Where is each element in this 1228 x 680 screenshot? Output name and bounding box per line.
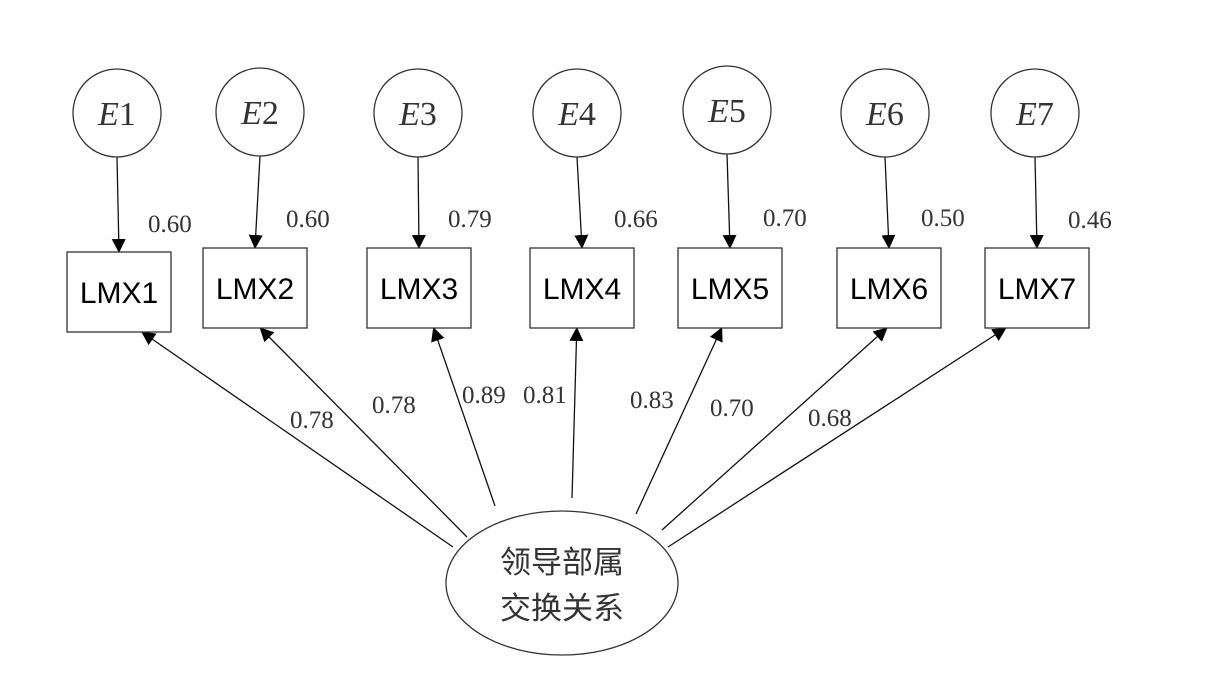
error-arrow-1 [111,156,126,253]
latent-label-line1: 领导部属 [500,545,624,581]
error-label: E4 [557,96,596,133]
loading-arrow-4 [569,327,584,499]
error-circle [532,68,622,158]
latent-label-line2: 交换关系 [500,591,624,627]
loading-coefficient-4: 0.81 [523,382,567,409]
error-arrow-5 [722,153,737,249]
error-circle [72,68,162,158]
loading-arrow-6 [661,327,888,531]
error-node-5: E5 [682,65,772,155]
error-node-4: E4 [532,68,622,158]
error-coefficient-6: 0.50 [921,205,965,232]
loading-coefficient-2: 0.78 [372,392,416,419]
error-arrow-4 [574,156,589,249]
error-label: E6 [865,96,904,133]
indicator-box [529,247,635,329]
error-node-6: E6 [840,68,930,158]
indicator-label: LMX4 [543,273,621,306]
indicator-node-4: LMX4 [529,247,635,329]
error-label: E7 [1015,96,1054,133]
loading-arrow-5 [635,327,723,515]
loading-arrow-7 [667,327,1007,548]
indicator-node-1: LMX1 [66,251,172,333]
error-coefficient-2: 0.60 [286,206,330,233]
indicator-box [836,247,942,329]
error-arrow-2 [248,155,263,249]
indicator-label: LMX1 [80,277,158,310]
error-coefficient-7: 0.46 [1068,207,1112,234]
error-node-3: E3 [373,68,463,158]
indicator-label: LMX7 [998,273,1076,306]
latent-ellipse [445,510,679,656]
error-label: E5 [707,93,746,130]
error-circle [215,67,305,157]
error-arrow-6 [881,156,896,249]
error-label: E1 [97,96,136,133]
indicator-box [677,247,783,329]
error-coefficient-4: 0.66 [614,206,658,233]
indicator-label: LMX6 [850,273,928,306]
error-coefficient-5: 0.70 [763,205,807,232]
loading-coefficient-1: 0.78 [290,407,334,434]
loading-coefficient-5: 0.83 [630,387,674,414]
indicator-node-3: LMX3 [366,247,472,329]
loading-coefficient-6: 0.70 [710,395,754,422]
indicator-label: LMX3 [380,273,458,306]
error-label: E3 [398,96,437,133]
loading-arrow-2 [259,327,468,538]
indicator-box [366,247,472,329]
error-label: E2 [240,95,279,132]
indicator-box [984,247,1090,329]
error-circle [990,68,1080,158]
indicator-box [202,247,308,329]
error-arrow-7 [1029,156,1044,249]
loading-arrow-1 [141,331,454,548]
error-coefficient-3: 0.79 [448,206,492,233]
error-node-7: E7 [990,68,1080,158]
error-arrow-3 [411,156,426,249]
indicator-label: LMX2 [216,273,294,306]
error-circle [373,68,463,158]
indicator-label: LMX5 [691,273,769,306]
indicator-node-5: LMX5 [677,247,783,329]
error-node-1: E1 [72,68,162,158]
indicator-box [66,251,172,333]
indicator-node-2: LMX2 [202,247,308,329]
error-coefficient-1: 0.60 [148,211,192,238]
loading-coefficient-7: 0.68 [808,405,852,432]
indicator-node-6: LMX6 [836,247,942,329]
loading-arrow-3 [431,327,496,507]
error-circle [840,68,930,158]
loading-coefficient-3: 0.89 [462,382,506,409]
indicator-node-7: LMX7 [984,247,1090,329]
error-circle [682,65,772,155]
error-node-2: E2 [215,67,305,157]
